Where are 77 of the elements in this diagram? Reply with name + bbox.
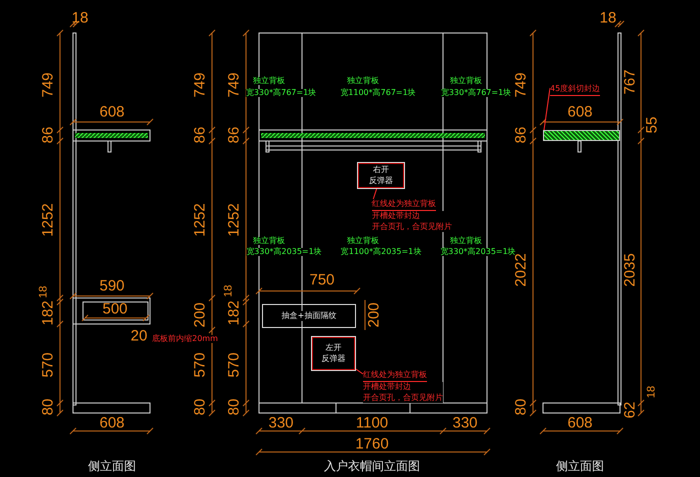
- annotation-note: 开槽处带封边: [363, 382, 443, 393]
- dimension-text: 18: [646, 386, 658, 398]
- view-caption: 侧立面图: [88, 460, 136, 472]
- panel-note: 宽330*高767=1块: [440, 89, 512, 97]
- dimension-text: 570: [40, 352, 56, 378]
- dimension-text: 1252: [40, 203, 56, 237]
- dimension-text: 1760: [355, 436, 389, 452]
- dimension-text: 80: [192, 398, 208, 416]
- dimension-text: 62: [622, 402, 638, 418]
- leader-line: [356, 368, 364, 374]
- shelf-board: [543, 130, 620, 141]
- panel-note: 独立背板: [253, 77, 285, 85]
- panel-note: 宽330*高2035=1块: [246, 248, 322, 256]
- dimension-text: 86: [226, 126, 242, 144]
- annotation-note: 红线处为独立背板: [372, 199, 436, 211]
- panel-note: 独立背板: [347, 77, 379, 85]
- hardware-label-box: [311, 336, 356, 371]
- dimension-text: 18: [224, 284, 234, 298]
- dimension-text: 86: [192, 126, 208, 144]
- dimension-text: 182: [226, 300, 242, 326]
- dimension-text: 18: [600, 10, 616, 26]
- panel-note: 宽330*高2035=1块: [440, 248, 516, 256]
- dimension-text: 570: [192, 352, 208, 378]
- dimension-text: 200: [192, 302, 208, 328]
- dimension-text: 608: [99, 104, 125, 120]
- dimension-text: 1252: [192, 203, 208, 237]
- dimension-text: 200: [366, 302, 382, 328]
- dimension-text: 18: [38, 286, 50, 298]
- dimension-text: 182: [40, 300, 56, 326]
- dimension-text: 749: [192, 72, 208, 98]
- view-caption: 入户衣帽间立面图: [324, 460, 420, 472]
- panel-note: 独立背板: [253, 237, 285, 245]
- hardware-label-box: [357, 162, 405, 189]
- dimension-text: 749: [40, 72, 56, 98]
- annotation-note: 45度斜切封边: [550, 84, 600, 96]
- dimension-text: 749: [514, 72, 528, 98]
- dimension-text: 1252: [226, 203, 242, 237]
- box-text: 反弹器: [322, 354, 346, 364]
- dimension-text: 2022: [514, 253, 528, 287]
- panel-note: 独立背板: [450, 77, 482, 85]
- box-text: 右开: [373, 164, 389, 176]
- dimension-text: 500: [102, 302, 128, 316]
- dimension-text: 608: [567, 416, 593, 430]
- dimension-text: 55: [644, 116, 660, 134]
- annotation-note: 红线处为独立背板: [363, 370, 427, 382]
- leader-line: [544, 88, 550, 130]
- panel-note: 宽330*高767=1块: [246, 89, 316, 97]
- view-caption: 侧立面图: [556, 460, 604, 472]
- dimension-text: 330: [268, 416, 294, 430]
- dimension-text: 80: [514, 398, 528, 416]
- dimension-text: 608: [567, 104, 593, 120]
- dimension-text: 330: [452, 416, 478, 430]
- dimension-text: 750: [309, 272, 335, 288]
- dimension-text: 80: [40, 398, 56, 416]
- annotation-note: 开合页孔，合页见附片: [372, 222, 452, 232]
- annotation-note: 底板前内缩20mm: [152, 335, 218, 343]
- drawer-box: [262, 304, 356, 328]
- box-text: 反弹器: [369, 176, 393, 186]
- panel-note: 独立背板: [450, 237, 482, 245]
- dimension-text: 18: [72, 10, 88, 26]
- dimension-text: 590: [99, 278, 125, 294]
- box-text: 左开: [326, 342, 342, 354]
- dimension-text: 608: [99, 416, 125, 430]
- dimension-text: 570: [226, 352, 242, 378]
- dimension-text: 20: [130, 328, 148, 344]
- dimension-text: 2035: [622, 253, 638, 287]
- dimension-text: 86: [514, 126, 528, 144]
- dimension-text: 86: [40, 126, 56, 144]
- box-text: 抽盒+抽面隔纹: [282, 310, 336, 322]
- dimension-text: 1100: [356, 416, 388, 430]
- panel-note: 宽1100*高2035=1块: [340, 248, 422, 256]
- annotation-note: 开合页孔，合页见附片: [363, 392, 443, 404]
- panel-note: 宽1100*高767=1块: [340, 89, 416, 97]
- dimension-text: 749: [226, 72, 242, 98]
- panel-note: 独立背板: [347, 237, 379, 245]
- dimension-text: 767: [622, 69, 638, 95]
- dimension-text: 80: [226, 398, 242, 416]
